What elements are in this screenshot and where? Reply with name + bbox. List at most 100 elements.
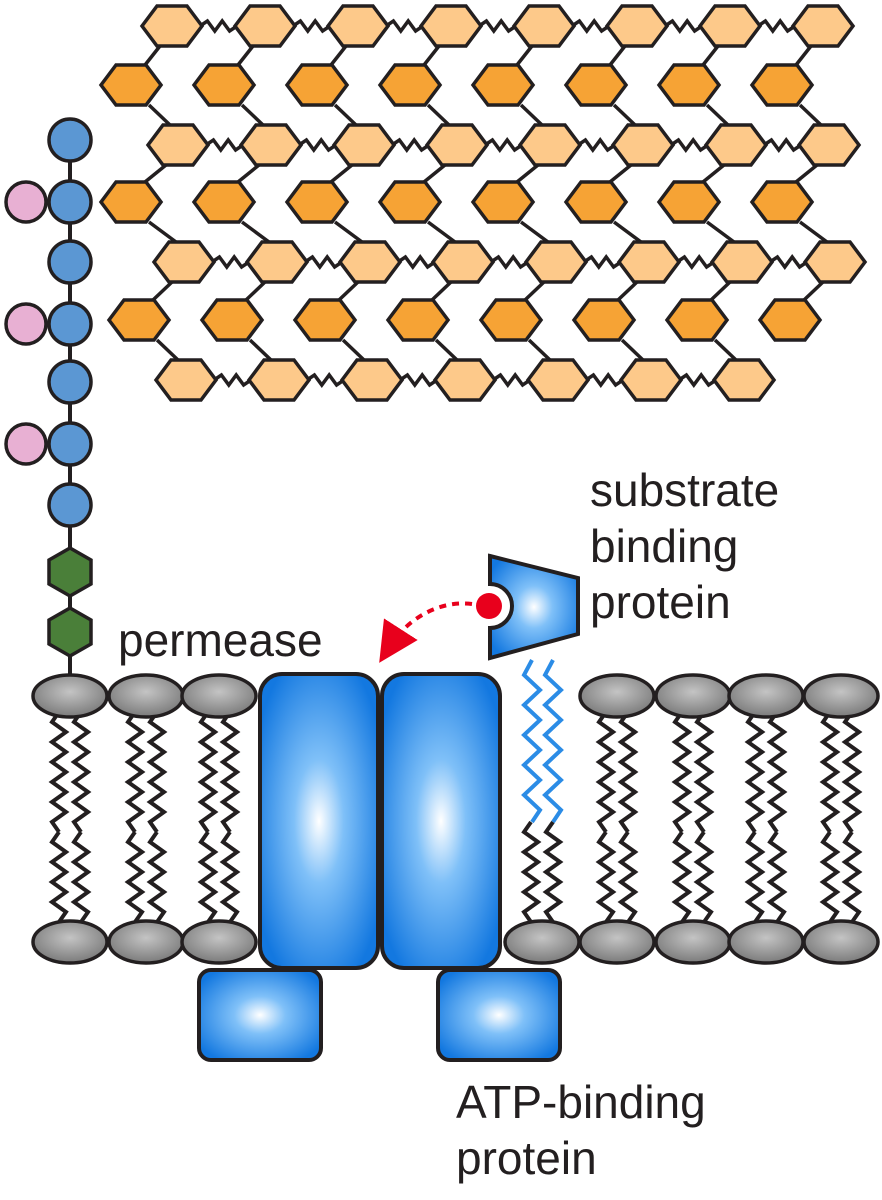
glycan-hexagon-light [796, 123, 862, 167]
glycan-hexagon-dark [377, 63, 443, 107]
blue-sugar-circle [47, 421, 93, 467]
lipid-head-top [578, 673, 656, 719]
glycan-hexagon-light [153, 358, 219, 402]
blue-sugar-circle [47, 359, 93, 405]
glycan-hexagon-light [244, 240, 310, 284]
glycan-hexagon-light [523, 240, 589, 284]
label-protein-atp: protein [456, 1132, 597, 1184]
glycan-hexagon-light [610, 123, 676, 167]
blue-sugar-circle [47, 239, 93, 285]
substrate-binding-protein [488, 553, 580, 661]
glycan-hexagon-light [139, 4, 205, 48]
glycan-hexagon-dark [656, 63, 722, 107]
atp-binding-domain-right [436, 968, 562, 1062]
lipid-head-bottom [654, 919, 732, 965]
lipid-head-bottom [31, 919, 109, 965]
glycan-hexagon-light [618, 358, 684, 402]
glycan-hexagon-dark [191, 180, 257, 224]
lipid-head-top [31, 673, 109, 719]
lipid-head-bottom [180, 919, 258, 965]
permease-domain-left [258, 672, 380, 970]
green-anchor-hexagon [47, 605, 93, 659]
glycan-hexagon-light [703, 123, 769, 167]
blue-sugar-circle [47, 482, 93, 528]
lipid-head-bottom [107, 919, 185, 965]
glycan-hexagon-light [697, 4, 763, 48]
glycan-hexagon-light [424, 123, 490, 167]
glycan-hexagon-dark [377, 180, 443, 224]
label-atp-binding: ATP-binding [456, 1076, 706, 1128]
glycan-hexagon-light [430, 240, 496, 284]
glycan-hexagon-dark [191, 63, 257, 107]
glycan-hexagon-dark [470, 180, 536, 224]
substrate-molecule [476, 593, 502, 619]
glycan-hexagon-dark [284, 180, 350, 224]
atp-binding-domain-left [197, 968, 323, 1062]
glycan-hexagon-light [432, 358, 498, 402]
glycan-hexagon-light [238, 123, 304, 167]
label-substrate: substrate [590, 464, 779, 516]
glycan-hexagon-dark [664, 298, 730, 342]
pink-sugar-circle [4, 302, 48, 346]
glycan-hexagon-dark [106, 298, 172, 342]
lipid-head-top [180, 673, 258, 719]
green-anchor-hexagon [47, 545, 93, 599]
pink-sugar-circle [4, 180, 48, 224]
glycan-hexagon-dark [563, 63, 629, 107]
label-protein-sbp: protein [590, 576, 731, 628]
glycan-hexagon-dark [284, 63, 350, 107]
glycan-hexagon-dark [385, 298, 451, 342]
glycan-hexagon-light [802, 240, 868, 284]
glycan-hexagon-light [511, 4, 577, 48]
glycan-hexagon-dark [292, 298, 358, 342]
glycan-hexagon-light [418, 4, 484, 48]
glycan-hexagon-dark [98, 180, 164, 224]
blue-sugar-circle [47, 117, 93, 163]
pink-sugar-circle [4, 422, 48, 466]
blue-sugar-circle [47, 179, 93, 225]
glycan-hexagon-dark [478, 298, 544, 342]
lipid-bilayer [31, 673, 880, 965]
lipid-head-bottom [578, 919, 656, 965]
glycan-hexagon-dark [470, 63, 536, 107]
glycan-hexagon-dark [749, 180, 815, 224]
glycan-hexagon-dark [749, 63, 815, 107]
glycan-hexagon-light [325, 4, 391, 48]
permease-domain-right [380, 672, 502, 970]
lipid-head-bottom [727, 919, 805, 965]
glycan-hexagon-dark [199, 298, 265, 342]
glycan-hexagon-light [709, 240, 775, 284]
transport-arrow [379, 601, 473, 663]
glycan-hexagon-light [331, 123, 397, 167]
blue-sugar-circle [47, 301, 93, 347]
teichoic-acid-chain [4, 117, 93, 680]
glycan-hexagon-light [517, 123, 583, 167]
glycan-hexagon-light [232, 4, 298, 48]
lipid-anchor-tails [521, 659, 564, 824]
lipid-head-bottom [503, 919, 581, 965]
glycan-hexagon-dark [571, 298, 637, 342]
glycan-hexagon-dark [757, 298, 823, 342]
glycan-hexagon-light [151, 240, 217, 284]
glycan-hexagon-light [604, 4, 670, 48]
lipid-head-bottom [802, 919, 880, 965]
lipid-head-top [727, 673, 805, 719]
lipid-head-top [802, 673, 880, 719]
glycan-hexagon-light [616, 240, 682, 284]
glycan-hexagon-light [339, 358, 405, 402]
glycan-hexagon-light [337, 240, 403, 284]
glycan-hexagon-light [246, 358, 312, 402]
label-permease: permease [118, 614, 323, 666]
glycan-hexagon-light [525, 358, 591, 402]
lipid-head-top [107, 673, 185, 719]
peptidoglycan-layer [98, 4, 868, 402]
lipid-head-top [654, 673, 732, 719]
glycan-hexagon-light [790, 4, 856, 48]
label-binding: binding [590, 520, 738, 572]
glycan-hexagon-dark [656, 180, 722, 224]
glycan-hexagon-light [145, 123, 211, 167]
glycan-hexagon-dark [563, 180, 629, 224]
glycan-hexagon-dark [98, 63, 164, 107]
glycan-hexagon-light [711, 358, 777, 402]
